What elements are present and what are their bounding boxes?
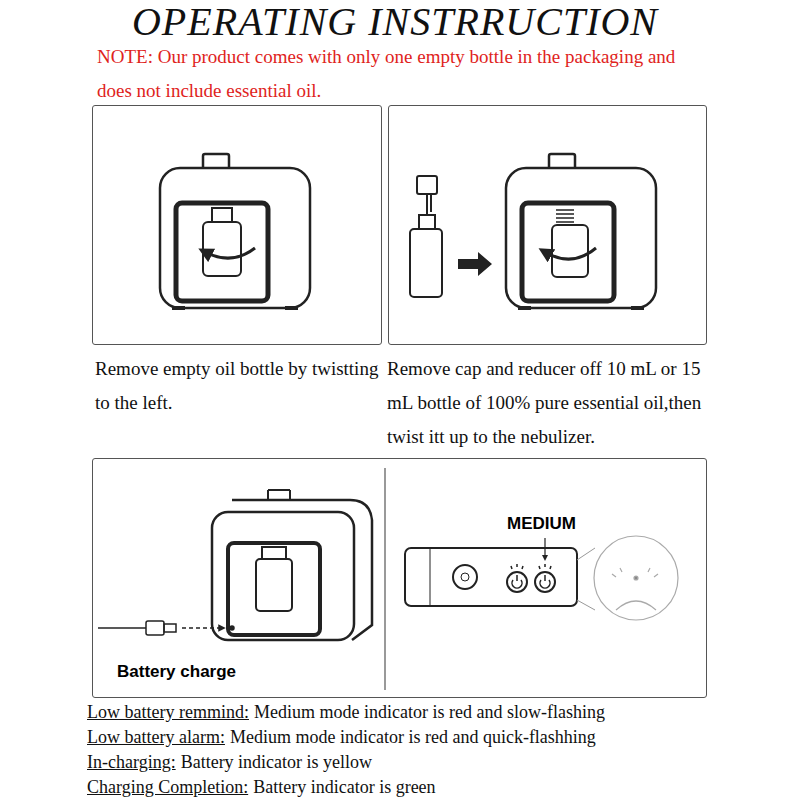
panel-divider bbox=[384, 468, 385, 690]
charging-device bbox=[212, 490, 372, 640]
instruction-panel: Remove cap and reducer off 10 mL or 15 m… bbox=[388, 105, 707, 345]
status-row: Low battery alarm:Medium mode indicator … bbox=[87, 725, 596, 749]
oil-bottle bbox=[410, 176, 442, 297]
status-term: Low battery alarm: bbox=[87, 727, 225, 747]
charging-panel: Battery charge MEDIUM bbox=[92, 458, 707, 698]
control-panel bbox=[405, 538, 595, 610]
zoom-detail bbox=[594, 536, 678, 620]
step-caption: Remove cap and reducer off 10 mL or 15 m… bbox=[387, 352, 727, 454]
figure-label: MEDIUM bbox=[507, 514, 576, 534]
usb-cable bbox=[98, 621, 222, 635]
status-term: Low battery remmind: bbox=[87, 702, 249, 722]
status-description: Medium mode indicator is red and slow-fl… bbox=[254, 702, 605, 722]
status-row: Charging Completion:Battery indicator is… bbox=[87, 775, 436, 799]
nebulizer-device bbox=[506, 154, 656, 308]
note-text: NOTE: Our product comes with only one em… bbox=[97, 40, 687, 108]
status-row: Low battery remmind:Medium mode indicato… bbox=[87, 700, 605, 724]
page-title: OPERATING INSTRRUCTION bbox=[0, 0, 790, 44]
figure-label: Battery charge bbox=[117, 662, 236, 682]
direction-arrow bbox=[458, 252, 492, 276]
status-row: In-charging:Battery indicator is yellow bbox=[87, 750, 372, 774]
step-caption: Remove empty oil bottle by twistting to … bbox=[95, 352, 395, 420]
instruction-panel: Remove empty oil bottle by twistting to … bbox=[92, 105, 382, 345]
status-description: Battery indicator is green bbox=[253, 777, 435, 797]
nebulizer-device bbox=[160, 154, 310, 308]
status-description: Medium mode indicator is red and quick-f… bbox=[230, 727, 596, 747]
status-description: Battery indicator is yellow bbox=[181, 752, 372, 772]
status-term: Charging Completion: bbox=[87, 777, 248, 797]
status-term: In-charging: bbox=[87, 752, 176, 772]
